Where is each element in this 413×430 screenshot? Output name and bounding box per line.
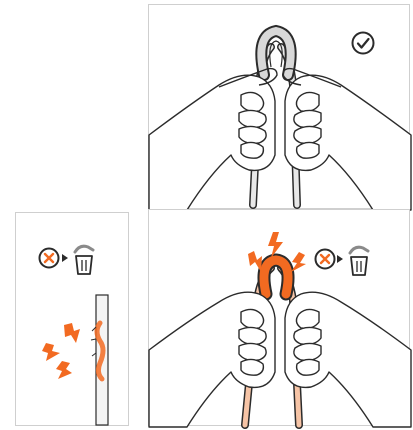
rope-segment xyxy=(91,295,108,425)
rope-loop-damaged xyxy=(264,260,288,294)
panel-rope-damaged xyxy=(148,209,410,426)
lightning-bolt-icon xyxy=(42,323,80,379)
right-hand xyxy=(283,69,411,210)
x-circle-icon xyxy=(40,249,59,268)
play-arrow-icon xyxy=(62,254,68,262)
check-circle-icon xyxy=(353,33,374,54)
x-circle-icon xyxy=(316,250,335,269)
left-hand xyxy=(149,292,275,427)
trash-bin-icon xyxy=(75,246,93,274)
panel-rope-ok xyxy=(148,4,410,209)
rope-damaged-illustration xyxy=(149,210,411,427)
right-hand xyxy=(285,292,411,427)
panel-sheath-damaged xyxy=(15,212,129,426)
sheath-damaged-illustration xyxy=(16,213,130,427)
trash-bin-icon xyxy=(350,247,368,275)
play-arrow-icon xyxy=(337,255,343,263)
rope-ok-illustration xyxy=(149,5,411,210)
